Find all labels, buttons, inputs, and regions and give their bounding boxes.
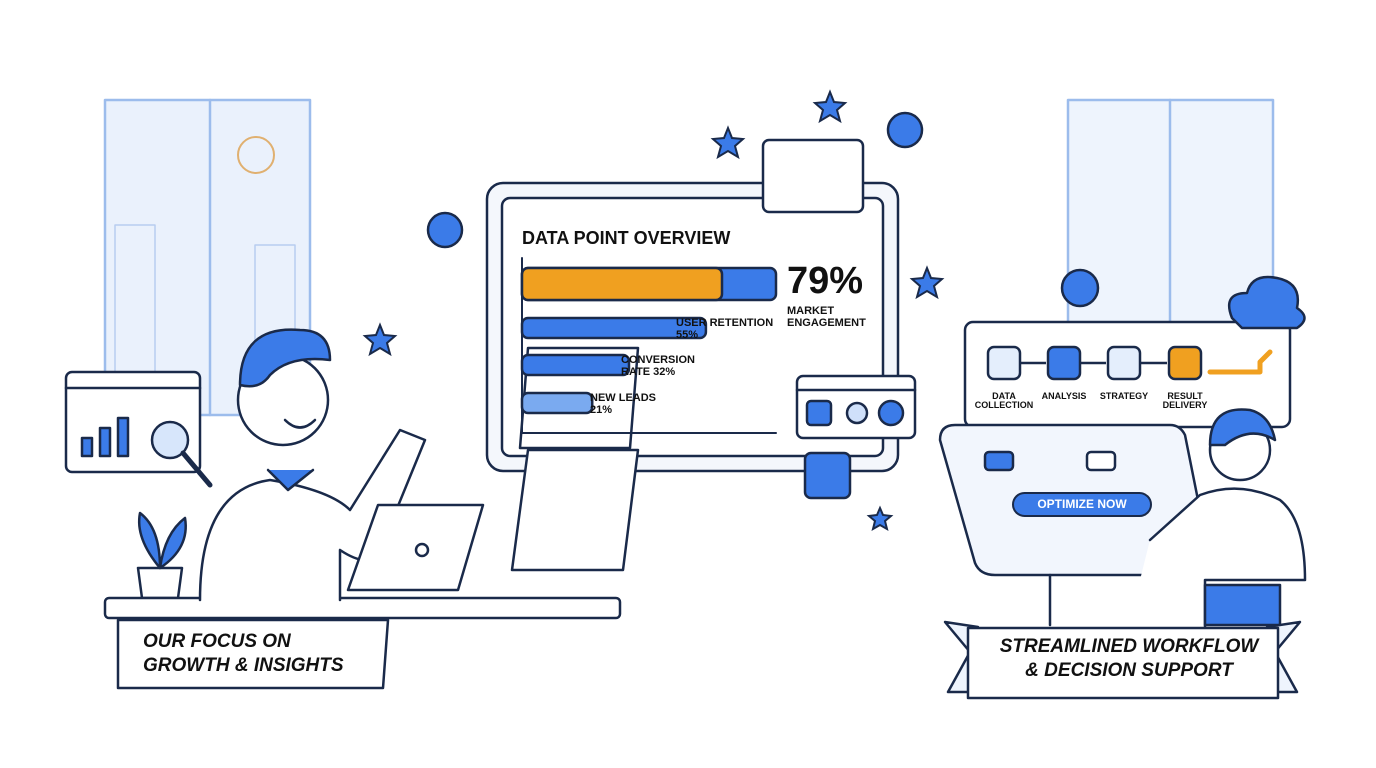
magnifier-icon: [1046, 345, 1082, 381]
left-banner-shape: [116, 618, 390, 690]
analytics-panel: [64, 370, 213, 488]
bar-user-retention: [520, 316, 708, 340]
trend-up-icon: [1106, 345, 1142, 381]
step-label-data-collection: DATA COLLECTION: [974, 391, 1034, 411]
settings-panel: [795, 374, 917, 440]
optimize-now-button[interactable]: OPTIMIZE NOW: [1012, 492, 1152, 517]
left-window: [103, 98, 312, 417]
step-label-strategy: STRATEGY: [1099, 391, 1149, 401]
step-label-result-delivery: RESULT DELIVERY: [1162, 391, 1208, 411]
cloud-check-icon: [1227, 275, 1306, 330]
left-banner-text: OUR FOCUS ON GROWTH & INSIGHTS: [143, 630, 344, 678]
floating-window: [761, 138, 865, 214]
right-banner-line: & DECISION SUPPORT: [1025, 659, 1233, 681]
bar-label-retention: USER RETENTION 55%: [676, 317, 774, 341]
headline-label: MARKET ENGAGEMENT: [787, 305, 866, 329]
person-right: [1123, 408, 1307, 642]
desk: [103, 596, 622, 620]
left-banner-line: OUR FOCUS ON: [143, 631, 291, 652]
pie-chart-icon: [1167, 345, 1203, 381]
right-banner-shape: [966, 626, 1280, 700]
left-banner-line: GROWTH & INSIGHTS: [143, 654, 344, 676]
bar-highlight-segment: [520, 266, 724, 302]
bar-new-leads: [520, 391, 594, 415]
headline-value: 79%: [787, 260, 864, 302]
bar-label-conversion: CONVERSION RATE 32%: [621, 354, 695, 378]
bar-label-leads: NEW LEADS 21%: [590, 392, 656, 416]
right-banner-text: STREAMLINED WORKFLOW & DECISION SUPPORT: [988, 635, 1270, 683]
plant-pot: [136, 566, 184, 600]
check-chart-icon: [803, 451, 852, 500]
right-banner-line: STREAMLINED WORKFLOW: [999, 636, 1259, 657]
step-label-analysis: ANALYSIS: [1041, 391, 1087, 401]
database-icon: [986, 345, 1022, 381]
bar-conversion-rate: [520, 353, 631, 377]
chart-title: DATA POINT OVERVIEW: [522, 228, 731, 248]
